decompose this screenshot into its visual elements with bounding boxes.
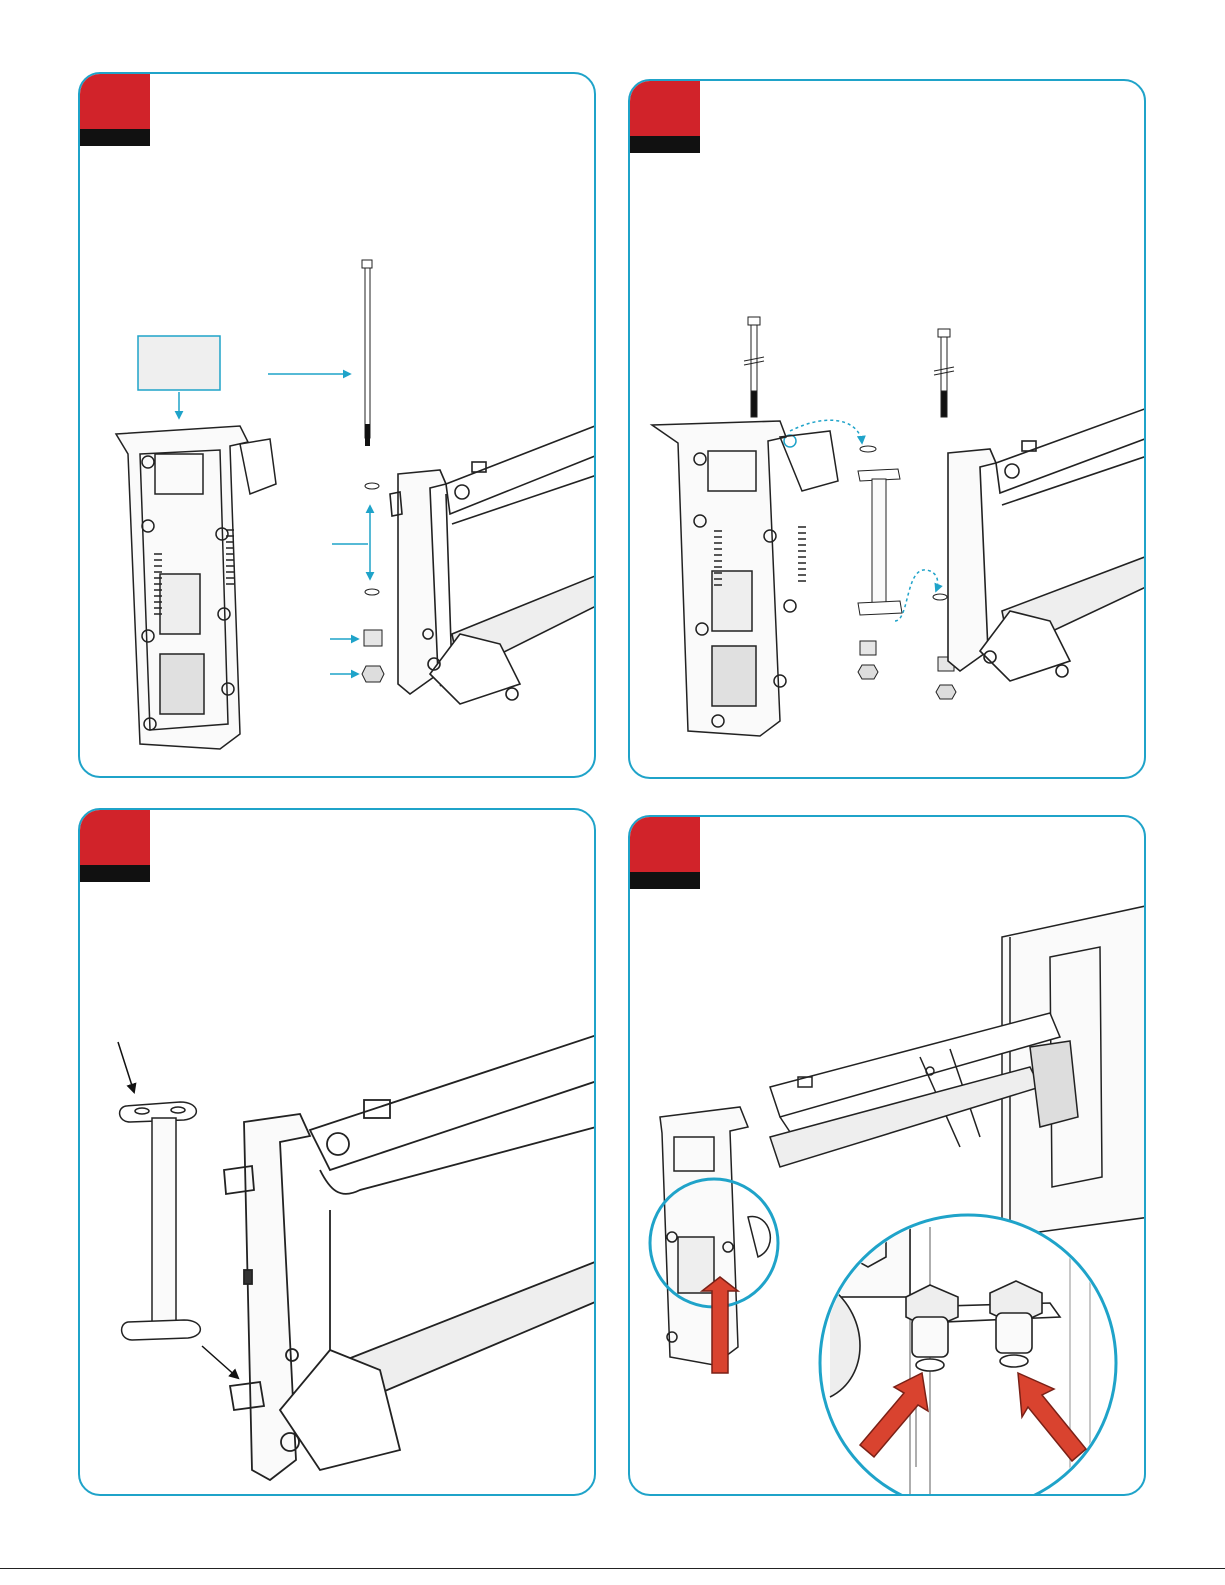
step-1-illustration bbox=[80, 74, 596, 778]
step-panel-2 bbox=[628, 79, 1146, 779]
step-3-illustration bbox=[80, 810, 596, 1496]
step-4-illustration bbox=[630, 817, 1146, 1496]
step-panel-4 bbox=[628, 815, 1146, 1496]
part-callout-box bbox=[138, 336, 220, 390]
step-2-illustration bbox=[630, 81, 1146, 779]
step-panel-3 bbox=[78, 808, 596, 1496]
page-footer-rule bbox=[0, 1568, 1225, 1569]
step-panel-1 bbox=[78, 72, 596, 778]
